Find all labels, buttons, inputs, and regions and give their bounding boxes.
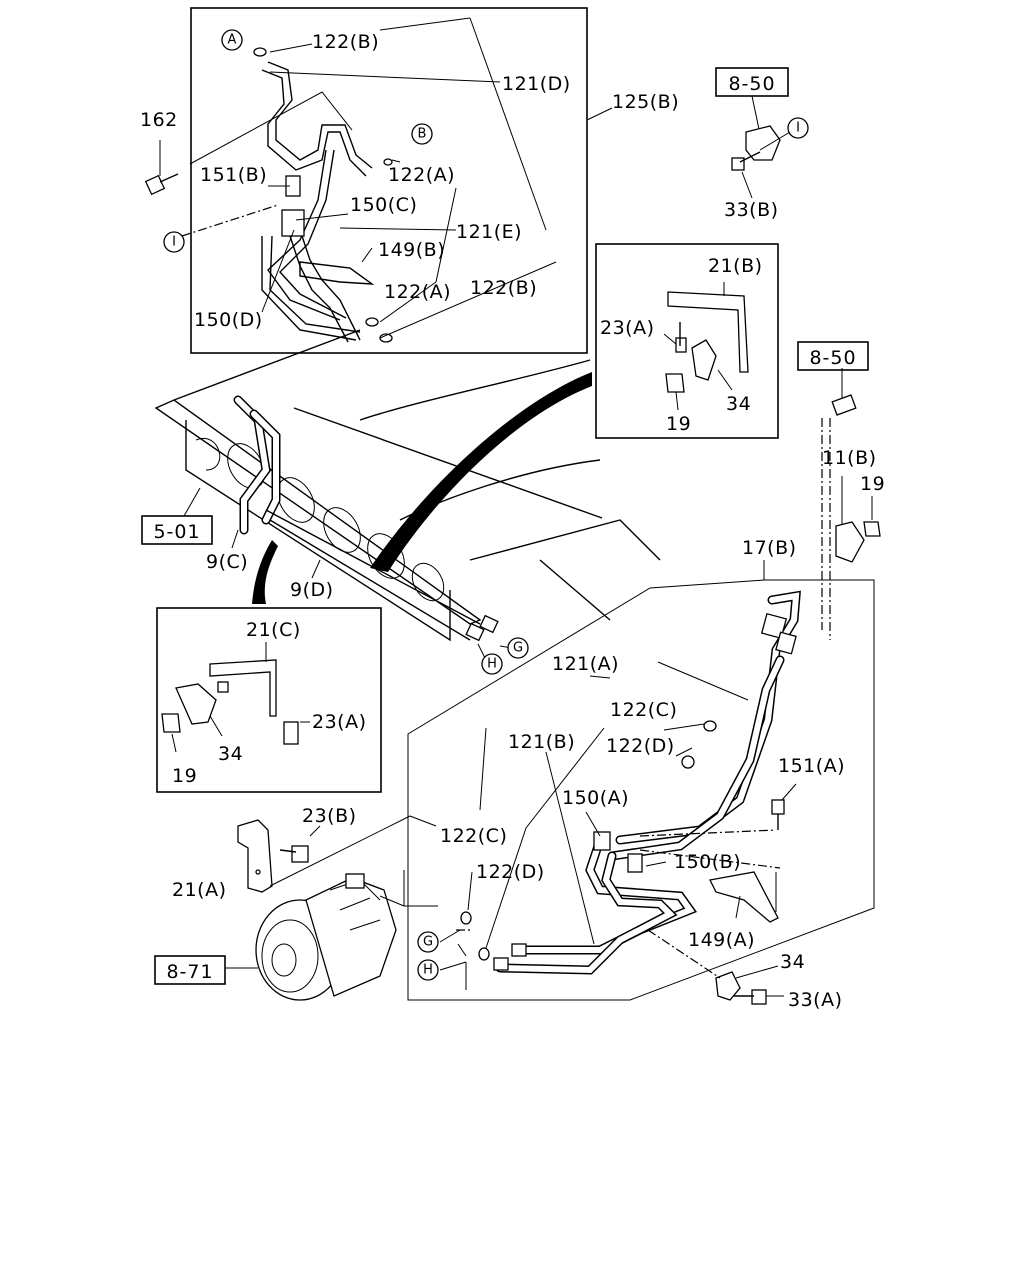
label-34-top: 34 bbox=[726, 393, 751, 415]
engine-frame-sketch bbox=[154, 329, 661, 661]
svg-text:8-71: 8-71 bbox=[166, 961, 213, 983]
circle-ref-g-bot: G bbox=[417, 931, 439, 953]
label-33b: 33(B) bbox=[724, 199, 779, 221]
label-122a-top: 122(A) bbox=[388, 164, 455, 186]
label-21c: 21(C) bbox=[246, 619, 301, 641]
ref-box-8-50-mid[interactable]: 8-50 bbox=[797, 341, 869, 371]
svg-text:G: G bbox=[423, 935, 433, 950]
label-122d-top: 122(D) bbox=[606, 735, 675, 757]
label-150d: 150(D) bbox=[194, 309, 263, 331]
label-151b: 151(B) bbox=[200, 164, 267, 186]
label-23b: 23(B) bbox=[302, 805, 357, 827]
label-162: 162 bbox=[140, 109, 178, 131]
bolt-162 bbox=[144, 140, 179, 196]
label-9c: 9(C) bbox=[206, 551, 248, 573]
label-121e: 121(E) bbox=[456, 221, 522, 243]
svg-text:B: B bbox=[418, 127, 427, 142]
label-121b: 121(B) bbox=[508, 731, 575, 753]
svg-text:I: I bbox=[172, 235, 176, 250]
detail-box-21c bbox=[156, 607, 382, 793]
label-122c-top: 122(C) bbox=[610, 699, 677, 721]
label-34-left: 34 bbox=[218, 743, 243, 765]
svg-text:5-01: 5-01 bbox=[153, 521, 200, 543]
compressor-group bbox=[226, 815, 438, 1001]
pointer-arrow-top bbox=[370, 372, 592, 572]
label-21a: 21(A) bbox=[172, 879, 227, 901]
svg-text:8-50: 8-50 bbox=[728, 73, 775, 95]
pipe-17b-group bbox=[407, 368, 881, 1005]
clip-33b-group bbox=[731, 95, 791, 199]
label-9d: 9(D) bbox=[290, 579, 334, 601]
label-122c-bot: 122(C) bbox=[440, 825, 507, 847]
label-11b: 11(B) bbox=[822, 447, 877, 469]
label-122a-bot: 122(A) bbox=[384, 281, 451, 303]
circle-ref-h-mid: H bbox=[481, 653, 503, 675]
label-121a: 121(A) bbox=[552, 653, 619, 675]
label-125b: 125(B) bbox=[612, 91, 679, 113]
circle-ref-i-left: I bbox=[163, 231, 185, 253]
svg-text:8-50: 8-50 bbox=[809, 347, 856, 369]
detail-box-top bbox=[181, 7, 588, 354]
label-19-top: 19 bbox=[666, 413, 691, 435]
label-33a: 33(A) bbox=[788, 989, 843, 1011]
circle-ref-h-bot: H bbox=[417, 959, 439, 981]
label-149b: 149(B) bbox=[378, 239, 445, 261]
label-34-bot: 34 bbox=[780, 951, 805, 973]
pointer-arrow-left bbox=[252, 540, 278, 604]
label-150a: 150(A) bbox=[562, 787, 629, 809]
label-150b: 150(B) bbox=[674, 851, 741, 873]
label-19-right: 19 bbox=[860, 473, 885, 495]
label-17b: 17(B) bbox=[742, 537, 797, 559]
label-122b-top: 122(B) bbox=[312, 31, 379, 53]
svg-text:H: H bbox=[487, 657, 497, 672]
circle-ref-a: A bbox=[221, 29, 243, 51]
label-150c: 150(C) bbox=[350, 194, 417, 216]
circle-ref-g-mid: G bbox=[507, 637, 529, 659]
svg-text:A: A bbox=[228, 33, 237, 48]
detail-box-21b bbox=[595, 243, 779, 439]
part-labels: 122(B) 121(D) 125(B) 162 151(B) 122(A) 1… bbox=[140, 31, 885, 1011]
svg-text:H: H bbox=[423, 963, 433, 978]
label-23a-top: 23(A) bbox=[600, 317, 655, 339]
label-21b: 21(B) bbox=[708, 255, 763, 277]
svg-text:G: G bbox=[513, 641, 523, 656]
svg-text:I: I bbox=[796, 121, 800, 136]
label-151a: 151(A) bbox=[778, 755, 845, 777]
label-149a: 149(A) bbox=[688, 929, 755, 951]
circle-ref-b: B bbox=[411, 123, 433, 145]
ref-box-5-01[interactable]: 5-01 bbox=[141, 515, 213, 545]
label-23a-left: 23(A) bbox=[312, 711, 367, 733]
circle-ref-i-top: I bbox=[787, 117, 809, 139]
label-122b-bot: 122(B) bbox=[470, 277, 537, 299]
label-121d: 121(D) bbox=[502, 73, 571, 95]
label-19-left: 19 bbox=[172, 765, 197, 787]
ref-box-8-50-top[interactable]: 8-50 bbox=[715, 67, 789, 97]
ref-box-8-71[interactable]: 8-71 bbox=[154, 955, 226, 985]
label-122d-bot: 122(D) bbox=[476, 861, 545, 883]
